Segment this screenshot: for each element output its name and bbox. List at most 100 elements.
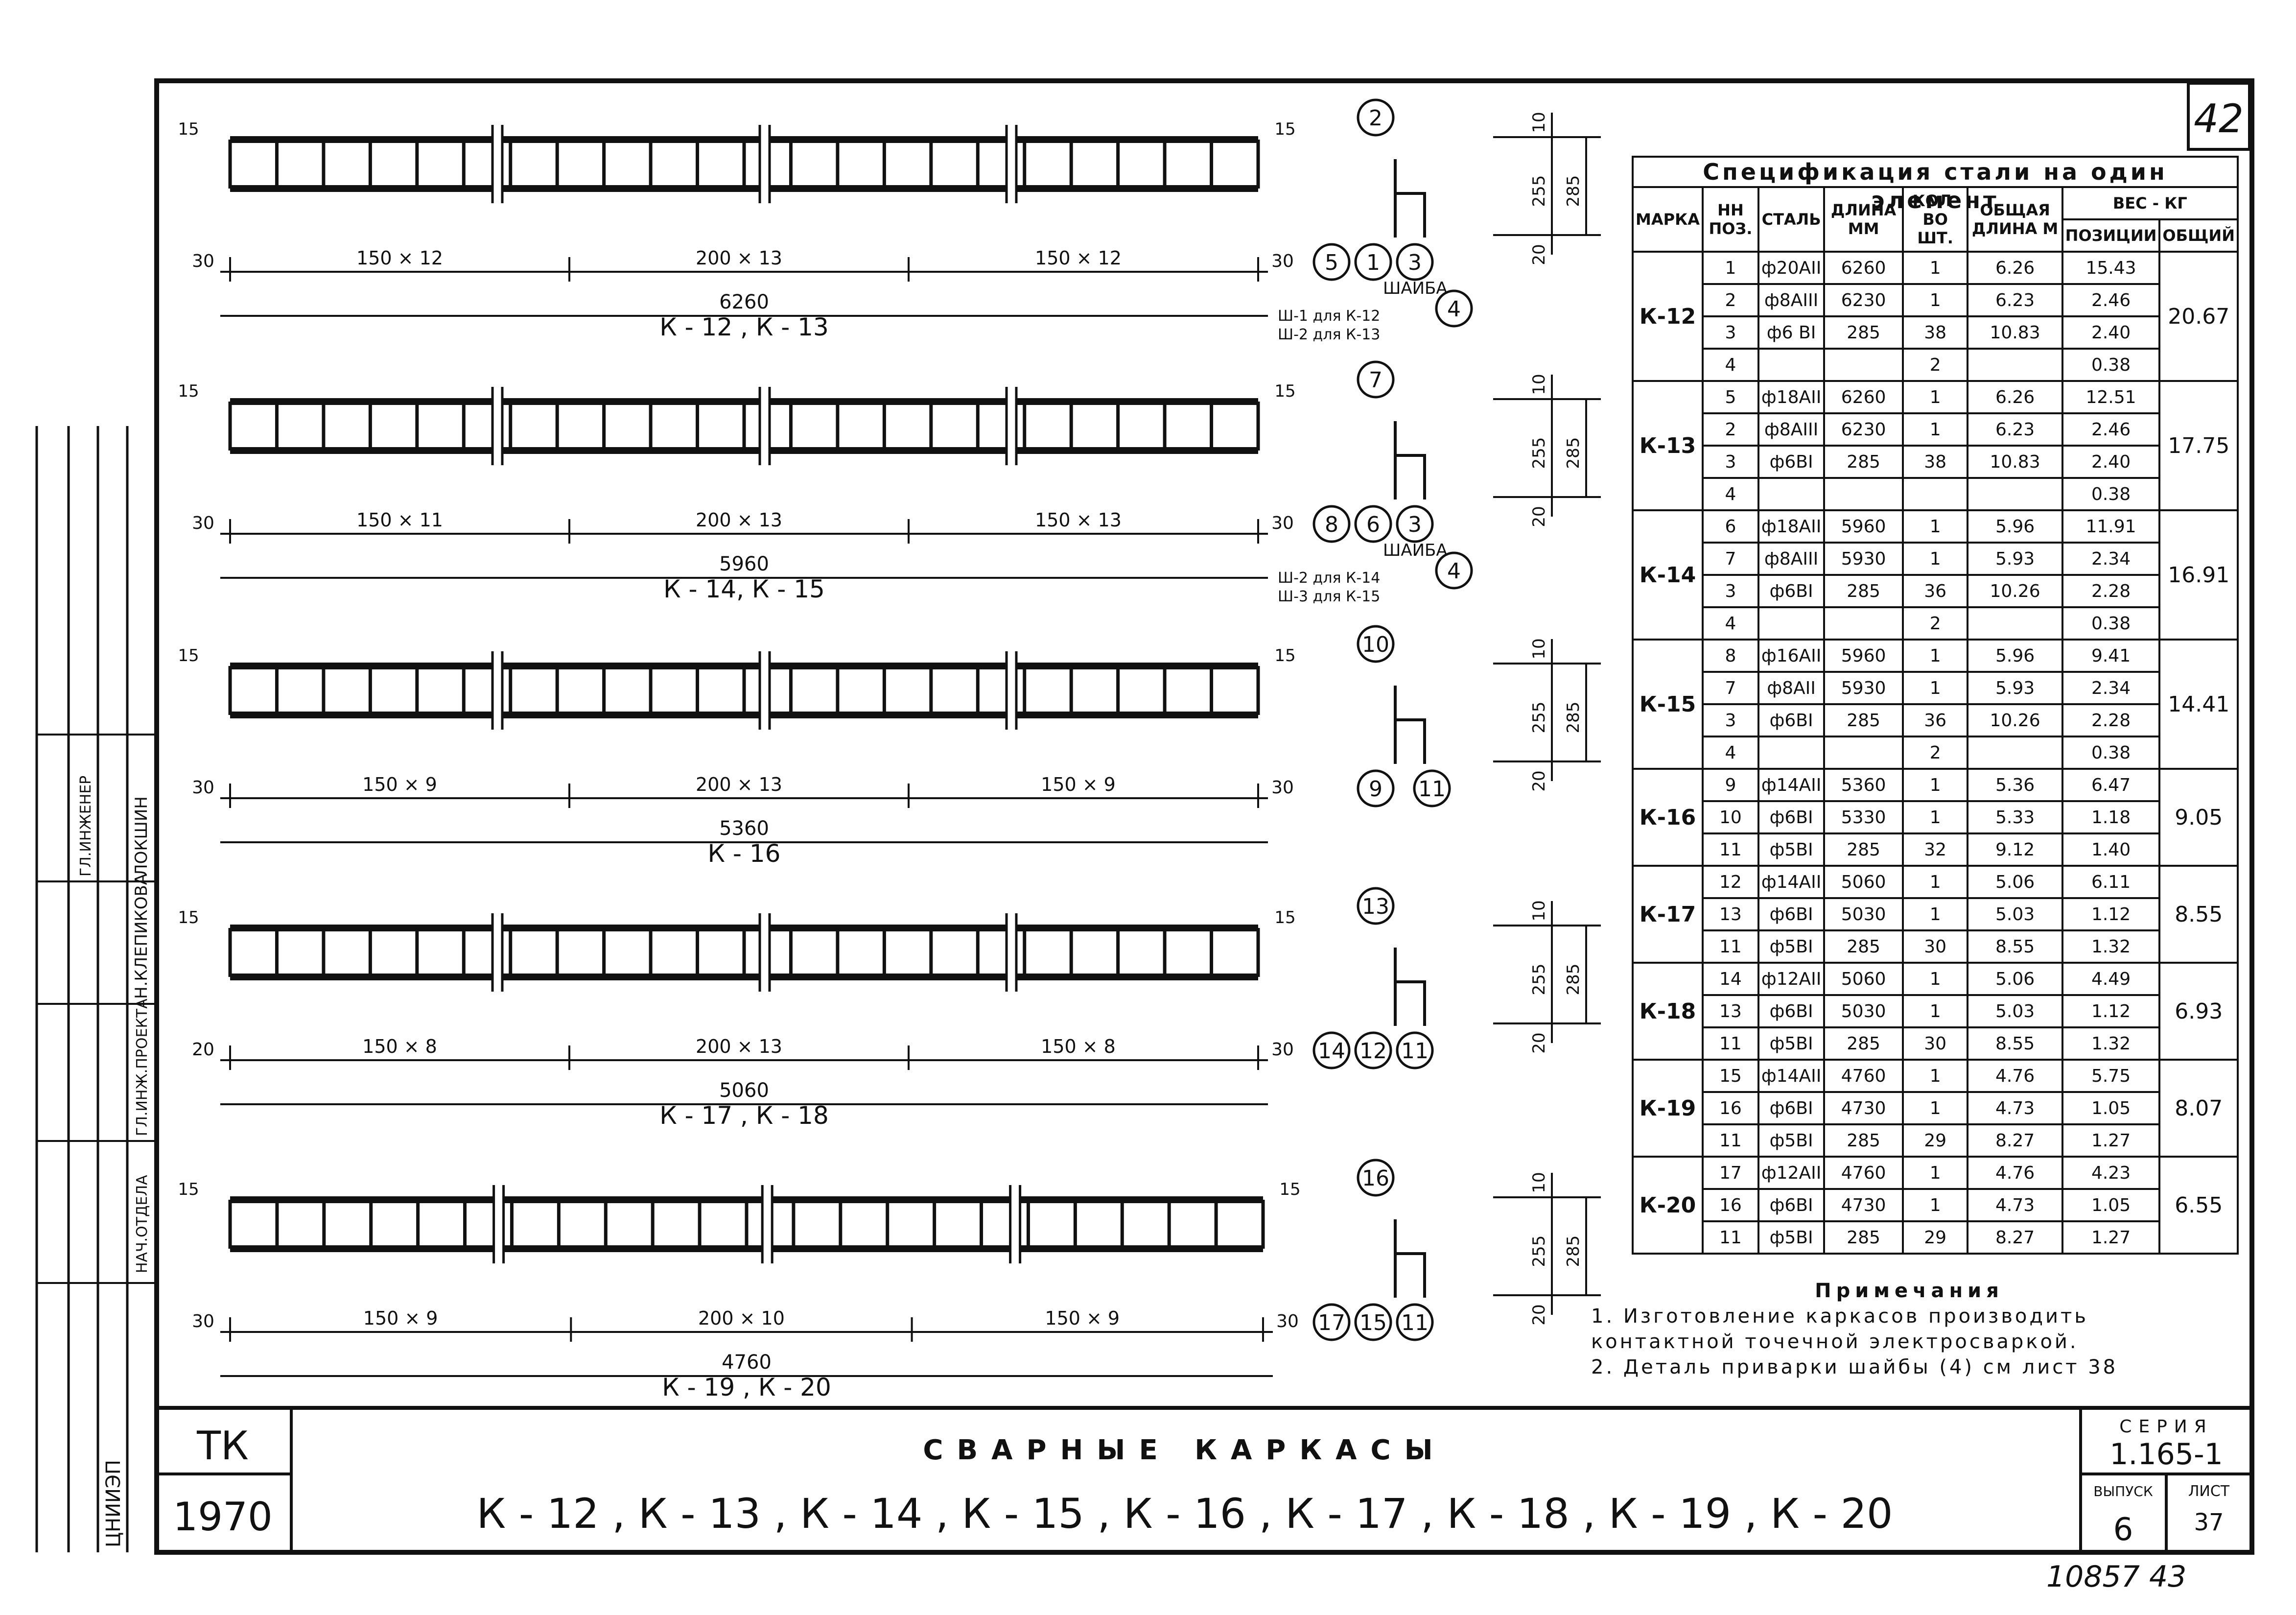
- spec-weight-total: 6.55: [2158, 1156, 2239, 1255]
- dimension-segment: 200 × 13: [696, 1036, 782, 1057]
- tb-issue: 6: [2113, 1512, 2133, 1548]
- note-2: 2. Деталь приварки шайбы (4) см лист 38: [1591, 1356, 2118, 1378]
- dimension-total: 6260: [719, 291, 769, 313]
- spec-cell: 4: [1701, 606, 1759, 641]
- dimension-left: 30: [192, 251, 214, 271]
- tb-subtitle: К - 12 , К - 13 , К - 14 , К - 15 , К - …: [477, 1490, 1893, 1538]
- position-number: 2: [1369, 106, 1382, 131]
- spec-cell: 10.26: [1967, 574, 2063, 608]
- frame-end-label: 15: [178, 381, 199, 401]
- spec-cell: 11: [1701, 832, 1759, 867]
- spec-weight-total: 8.55: [2158, 865, 2239, 964]
- spec-cell: [1967, 477, 2063, 511]
- spec-cell: [1757, 606, 1826, 641]
- spec-cell: 13: [1701, 994, 1759, 1028]
- spec-cell: 29: [1901, 1123, 1969, 1158]
- section-dim-mid: 255: [1529, 1235, 1549, 1267]
- spec-cell: ф14АII: [1757, 1059, 1826, 1093]
- position-circle: [1435, 551, 1473, 590]
- section-dim-mid: 255: [1529, 437, 1549, 469]
- spec-cell: 1.27: [2061, 1123, 2161, 1158]
- spec-weight-total: 16.91: [2158, 509, 2239, 641]
- spec-cell: ф14АII: [1757, 768, 1826, 802]
- spec-cell: 3: [1701, 315, 1759, 350]
- spec-cell: 12: [1701, 865, 1759, 899]
- spec-title: Спецификация стали на один элемент: [1632, 156, 2239, 214]
- spec-cell: 6.23: [1967, 283, 2063, 317]
- dimension-left: 20: [192, 1040, 214, 1060]
- sheet-number: 42: [2194, 96, 2244, 142]
- sheet-number-box: [2187, 82, 2251, 151]
- spec-cell: 5930: [1823, 671, 1904, 705]
- spec-table: МАРКА НН ПОЗ. СТАЛЬ ДЛИНА ММ КОЛ-ВО ШТ. …: [1632, 186, 2239, 1255]
- spec-cell: 285: [1823, 703, 1904, 737]
- spec-cell: 5030: [1823, 994, 1904, 1028]
- position-circle: [1357, 98, 1395, 137]
- position-circle: [1435, 289, 1473, 328]
- frame-end-label: 15: [1274, 381, 1295, 401]
- spec-cell: 1.40: [2061, 832, 2161, 867]
- spec-cell: 14: [1701, 962, 1759, 996]
- spec-cell: 17: [1701, 1156, 1759, 1190]
- spec-cell: ф6 ВI: [1757, 315, 1826, 350]
- spec-cell: 11: [1701, 929, 1759, 964]
- spec-cell: 2.34: [2061, 671, 2161, 705]
- spec-cell: 5.75: [2061, 1059, 2161, 1093]
- spec-cell: 5.06: [1967, 865, 2063, 899]
- section-dim-top: 10: [1529, 112, 1549, 133]
- spec-cell: 0.38: [2061, 606, 2161, 641]
- spec-cell: 6230: [1823, 412, 1904, 447]
- spec-cell: [1967, 348, 2063, 382]
- spec-mark: К-17: [1632, 865, 1704, 964]
- position-number: 6: [1366, 512, 1380, 537]
- hdr-weight-total: ОБЩИЙ: [2158, 218, 2239, 253]
- position-circle: [1312, 505, 1351, 543]
- spec-cell: 7: [1701, 671, 1759, 705]
- position-circle: [1312, 1303, 1351, 1341]
- spec-cell: 285: [1823, 1220, 1904, 1255]
- position-circle: [1396, 243, 1434, 281]
- side-stamp: ЦНИИЭП НАЧ.ОТДЕЛА ГЛ.ИНЖ.ПРОЕКТА Н.КЛЕПИ…: [35, 426, 158, 1552]
- hdr-steel: СТАЛЬ: [1757, 186, 1826, 253]
- frame-break-gap: [493, 1185, 504, 1263]
- dimension-segment: 200 × 13: [696, 247, 782, 269]
- washer-label: ШАЙБА: [1383, 540, 1448, 560]
- dimension-segment: 150 × 8: [1041, 1036, 1116, 1057]
- frame-end-label: 15: [178, 646, 199, 665]
- dimension-segment: 150 × 9: [362, 774, 437, 795]
- spec-mark: К-15: [1632, 639, 1704, 770]
- spec-cell: 1: [1901, 671, 1969, 705]
- spec-cell: 1: [1901, 1188, 1969, 1222]
- frame-end-label: 15: [1274, 646, 1295, 665]
- spec-cell: 2: [1701, 283, 1759, 317]
- spec-cell: 10.83: [1967, 315, 2063, 350]
- position-number: 8: [1325, 512, 1338, 537]
- dimension-segment: 150 × 12: [1035, 247, 1122, 269]
- position-number: 11: [1401, 1039, 1429, 1064]
- position-circle: [1357, 360, 1395, 399]
- spec-cell: ф18АII: [1757, 509, 1826, 544]
- hdr-weight-pos: ПОЗИЦИИ: [2061, 218, 2161, 253]
- spec-weight-total: 20.67: [2158, 251, 2239, 382]
- spec-cell: 4760: [1823, 1156, 1904, 1190]
- position-number: 3: [1408, 512, 1422, 537]
- spec-cell: ф5ВI: [1757, 929, 1826, 964]
- spec-cell: 10.26: [1967, 703, 2063, 737]
- position-circle: [1312, 1031, 1351, 1069]
- section-dim-top: 10: [1529, 1172, 1549, 1193]
- spec-cell: 0.38: [2061, 477, 2161, 511]
- frame-break-gap: [492, 125, 502, 203]
- frame-end-label: 15: [1274, 119, 1295, 139]
- spec-cell: 5960: [1823, 509, 1904, 544]
- hdr-weight: ВЕС - КГ: [2061, 186, 2239, 220]
- dimension-total: 5360: [719, 817, 769, 840]
- spec-cell: 2: [1901, 736, 1969, 770]
